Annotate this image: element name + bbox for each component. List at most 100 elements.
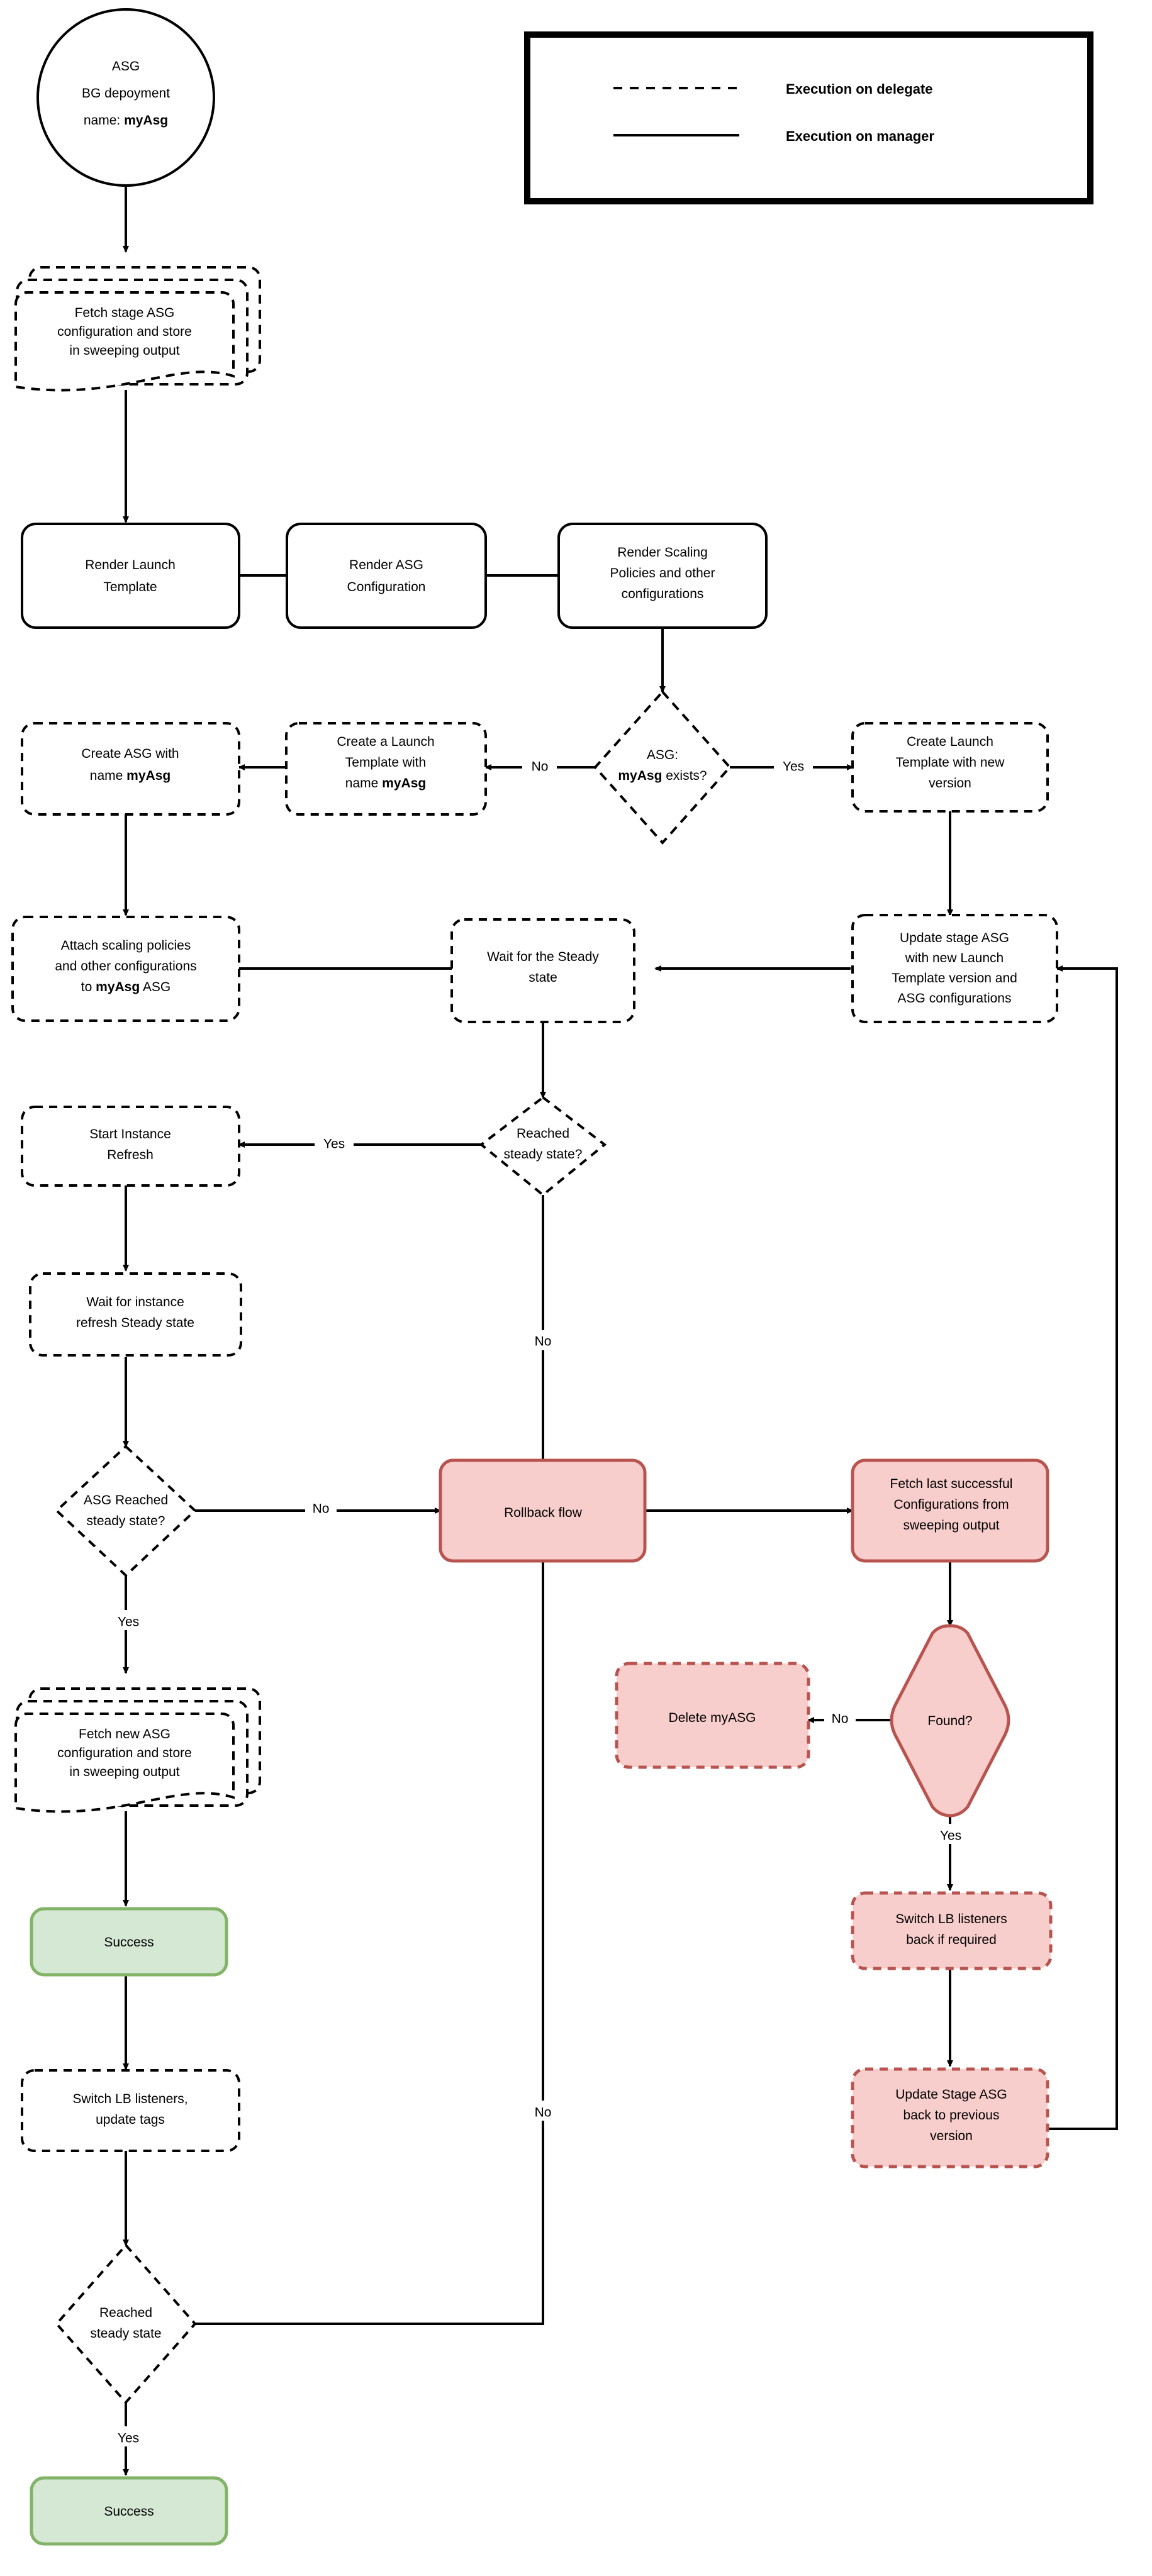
node-update-stage-asg[interactable]: Update stage ASG with new Launch Templat… (851, 914, 1058, 1023)
create-lt-named-line-1: Create a Launch (337, 735, 434, 749)
asg-exists-diamond (593, 689, 732, 845)
node-reached-steady-state-decision-1[interactable]: Reached steady state? (479, 1096, 607, 1197)
render-asg-line-2: Configuration (347, 580, 426, 594)
legend-label-delegate: Execution on delegate (786, 81, 933, 97)
start-refresh-rect (21, 1106, 240, 1187)
node-asg-reached-steady-state-decision[interactable]: ASG Reached steady state? (55, 1445, 197, 1577)
rollback-flow-label: Rollback flow (504, 1506, 583, 1520)
legend-box (524, 31, 1093, 204)
node-switch-lb-back[interactable]: Switch LB listeners back if required (851, 1891, 1053, 1970)
node-create-launch-template-new-version[interactable]: Create Launch Template with new version (851, 722, 1049, 813)
update-stage-asg-line-4: ASG configurations (898, 991, 1012, 1006)
create-lt-new-rect (851, 722, 1049, 813)
node-create-asg[interactable]: Create ASG with name myAsg (21, 722, 240, 816)
create-asg-line-1: Create ASG with (81, 747, 179, 761)
switch-back-line-1: Switch LB listeners (895, 1912, 1007, 1926)
reached-steady-1-line-1: Reached (517, 1126, 569, 1141)
create-asg-line-2: name myAsg (90, 769, 171, 783)
node-wait-steady-state[interactable]: Wait for the Steady state (450, 918, 635, 1023)
node-render-asg-configuration[interactable]: Render ASG Configuration (286, 523, 487, 629)
fetch-last-line-2: Configurations from (893, 1497, 1009, 1512)
wait-steady-line-1: Wait for the Steady (487, 950, 599, 964)
node-success-1[interactable]: Success (30, 1907, 228, 1977)
fetch-last-rect (851, 1458, 1049, 1563)
switch-lb-rect (21, 2069, 240, 2152)
render-scaling-line-1: Render Scaling (617, 545, 708, 560)
attach-policies-rect (11, 916, 240, 1022)
render-scaling-line-2: Policies and other (610, 566, 715, 580)
start-refresh-line-1: Start Instance (89, 1127, 171, 1141)
edge-label-asg-exists-yes: Yes (783, 760, 804, 774)
create-lt-named-line-3: name myAsg (345, 776, 426, 791)
switch-lb-line-1: Switch LB listeners, (72, 2092, 187, 2106)
attach-policies-line-1: Attach scaling policies (61, 938, 191, 953)
rollback-flow-rect (439, 1458, 647, 1563)
render-asg-line-1: Render ASG (349, 558, 423, 572)
fetch-stage-line-3: in sweeping output (69, 343, 179, 358)
found-diamond (890, 1624, 1010, 1818)
start-line-3: name: myAsg (84, 113, 168, 128)
reached-steady-1-diamond (479, 1096, 607, 1197)
update-stage-asg-line-2: with new Launch (905, 951, 1004, 965)
start-ellipse (36, 8, 215, 187)
delete-myasg-rect (615, 1662, 810, 1769)
fetch-new-doc-front (14, 1713, 235, 1813)
render-lt-rect (21, 523, 240, 629)
update-stage-asg-rect (851, 914, 1058, 1023)
edge-label-found-no: No (832, 1712, 849, 1726)
update-stage-asg-line-3: Template version and (892, 971, 1017, 985)
fetch-stage-line-2: configuration and store (57, 325, 192, 339)
render-scaling-rect (557, 523, 768, 629)
update-back-rect (851, 2067, 1049, 2168)
edge-label-asg-reached-yes: Yes (118, 1615, 139, 1629)
create-asg-rect (21, 722, 240, 816)
node-render-launch-template[interactable]: Render Launch Template (21, 523, 240, 629)
node-found-decision[interactable]: Found? (890, 1624, 1010, 1818)
fetch-stage-line-1: Fetch stage ASG (75, 306, 175, 320)
update-back-line-1: Update Stage ASG (895, 2087, 1007, 2102)
node-fetch-new-asg-config[interactable]: Fetch new ASG configuration and store in… (14, 1687, 261, 1813)
switch-back-line-2: back if required (906, 1933, 997, 1947)
found-label: Found? (927, 1714, 972, 1728)
fetch-last-line-3: sweeping output (903, 1518, 1000, 1533)
node-fetch-last-successful-configurations[interactable]: Fetch last successful Configurations fro… (851, 1458, 1049, 1563)
node-start-instance-refresh[interactable]: Start Instance Refresh (21, 1106, 240, 1187)
switch-back-rect (851, 1891, 1053, 1970)
node-asg-exists-decision[interactable]: ASG: myAsg exists? (593, 689, 732, 845)
node-wait-instance-refresh[interactable]: Wait for instance refresh Steady state (29, 1272, 242, 1357)
edge-labels-layer: No Yes Yes No No Yes No Yes No Yes (109, 753, 970, 2446)
render-scaling-line-3: configurations (622, 587, 704, 601)
node-update-stage-asg-back[interactable]: Update Stage ASG back to previous versio… (851, 2067, 1049, 2168)
reached-steady-2-line-1: Reached (99, 2306, 152, 2320)
start-line-2: BG depoyment (82, 86, 170, 101)
asg-reached-line-1: ASG Reached (84, 1493, 168, 1507)
update-back-line-2: back to previous (903, 2108, 1000, 2123)
fetch-new-line-2: configuration and store (57, 1746, 192, 1760)
node-fetch-stage-asg[interactable]: Fetch stage ASG configuration and store … (14, 266, 261, 392)
node-start[interactable]: ASG BG depoyment name: myAsg (36, 8, 215, 187)
wait-steady-line-2: state (528, 970, 557, 985)
switch-lb-line-2: update tags (96, 2112, 165, 2127)
node-success-2[interactable]: Success (30, 2476, 228, 2546)
edge-label-reached-2-no: No (535, 2106, 552, 2120)
wait-steady-rect (450, 918, 635, 1023)
fetch-stage-doc-front (14, 291, 235, 392)
render-asg-rect (286, 523, 487, 629)
update-back-line-3: version (930, 2129, 973, 2143)
node-reached-steady-state-decision-2[interactable]: Reached steady state (55, 2243, 197, 2405)
node-delete-myasg[interactable]: Delete myASG (615, 1662, 810, 1769)
delete-myasg-label: Delete myASG (669, 1711, 756, 1725)
node-rollback-flow[interactable]: Rollback flow (439, 1458, 647, 1563)
node-attach-scaling-policies[interactable]: Attach scaling policies and other config… (11, 916, 240, 1022)
edge-update-back-loop (1048, 965, 1118, 2130)
start-line-1: ASG (112, 59, 140, 74)
reached-steady-2-line-2: steady state (90, 2326, 161, 2341)
render-lt-line-2: Template (103, 580, 157, 594)
success-2-rect (30, 2476, 228, 2546)
render-lt-line-1: Render Launch (85, 558, 176, 572)
node-create-launch-template-named[interactable]: Create a Launch Template with name myAsg (285, 722, 487, 816)
node-switch-lb-listeners[interactable]: Switch LB listeners, update tags (21, 2069, 240, 2152)
node-render-scaling-policies[interactable]: Render Scaling Policies and other config… (557, 523, 768, 629)
